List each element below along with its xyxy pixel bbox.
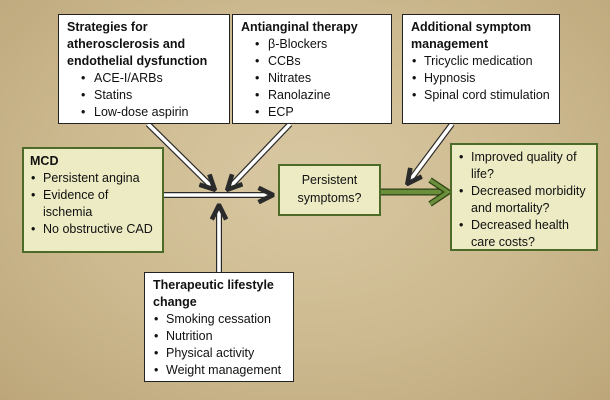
list-item: Evidence of ischemia xyxy=(30,187,156,221)
antianginal-title: Antianginal therapy xyxy=(241,20,358,34)
antianginal-box: Antianginal therapy β-Blockers CCBs Nitr… xyxy=(232,14,392,124)
list-item: Ranolazine xyxy=(241,87,383,104)
list-item: Physical activity xyxy=(153,345,285,362)
list-item: Weight management xyxy=(153,362,285,379)
list-item: Tricyclic medication xyxy=(411,53,551,70)
list-item: Statins xyxy=(67,87,221,104)
list-item: Smoking cessation xyxy=(153,311,285,328)
strategies-title: Strategies for atherosclerosis and endot… xyxy=(67,20,208,68)
list-item: Spinal cord stimulation xyxy=(411,87,551,104)
list-item: Low-dose aspirin xyxy=(67,104,221,121)
mcd-list: Persistent angina Evidence of ischemia N… xyxy=(30,170,156,238)
list-item: Improved quality of life? xyxy=(458,149,590,183)
persistent-symptoms-text: Persistent symptoms? xyxy=(297,173,362,205)
mcd-title: MCD xyxy=(30,154,59,168)
mcd-box: MCD Persistent angina Evidence of ischem… xyxy=(22,147,164,253)
additional-list: Tricyclic medication Hypnosis Spinal cor… xyxy=(411,53,551,104)
arrow-antianginal xyxy=(228,121,293,189)
persistent-symptoms-box: Persistent symptoms? xyxy=(278,164,381,216)
list-item: CCBs xyxy=(241,53,383,70)
lifestyle-box: Therapeutic lifestyle change Smoking ces… xyxy=(144,272,294,382)
additional-title: Additional symptom management xyxy=(411,20,532,51)
additional-symptom-box: Additional symptom management Tricyclic … xyxy=(402,14,560,124)
strategies-list: ACE-I/ARBs Statins Low-dose aspirin xyxy=(67,70,221,121)
arrow-additional xyxy=(408,122,455,183)
list-item: ECP xyxy=(241,104,383,121)
list-item: Decreased health care costs? xyxy=(458,217,590,251)
list-item: β-Blockers xyxy=(241,36,383,53)
antianginal-list: β-Blockers CCBs Nitrates Ranolazine ECP xyxy=(241,36,383,121)
list-item: Decreased morbidity and mortality? xyxy=(458,183,590,217)
list-item: No obstructive CAD xyxy=(30,221,156,238)
arrow-persistent-to-outcomes xyxy=(381,177,454,207)
strategies-box: Strategies for atherosclerosis and endot… xyxy=(58,14,230,124)
outcomes-list: Improved quality of life? Decreased morb… xyxy=(458,149,590,251)
outcomes-box: Improved quality of life? Decreased morb… xyxy=(450,143,598,251)
lifestyle-title: Therapeutic lifestyle change xyxy=(153,278,274,309)
list-item: Persistent angina xyxy=(30,170,156,187)
list-item: Nitrates xyxy=(241,70,383,87)
list-item: Nutrition xyxy=(153,328,285,345)
lifestyle-list: Smoking cessation Nutrition Physical act… xyxy=(153,311,285,379)
list-item: ACE-I/ARBs xyxy=(67,70,221,87)
list-item: Hypnosis xyxy=(411,70,551,87)
arrow-strategies xyxy=(145,121,214,189)
